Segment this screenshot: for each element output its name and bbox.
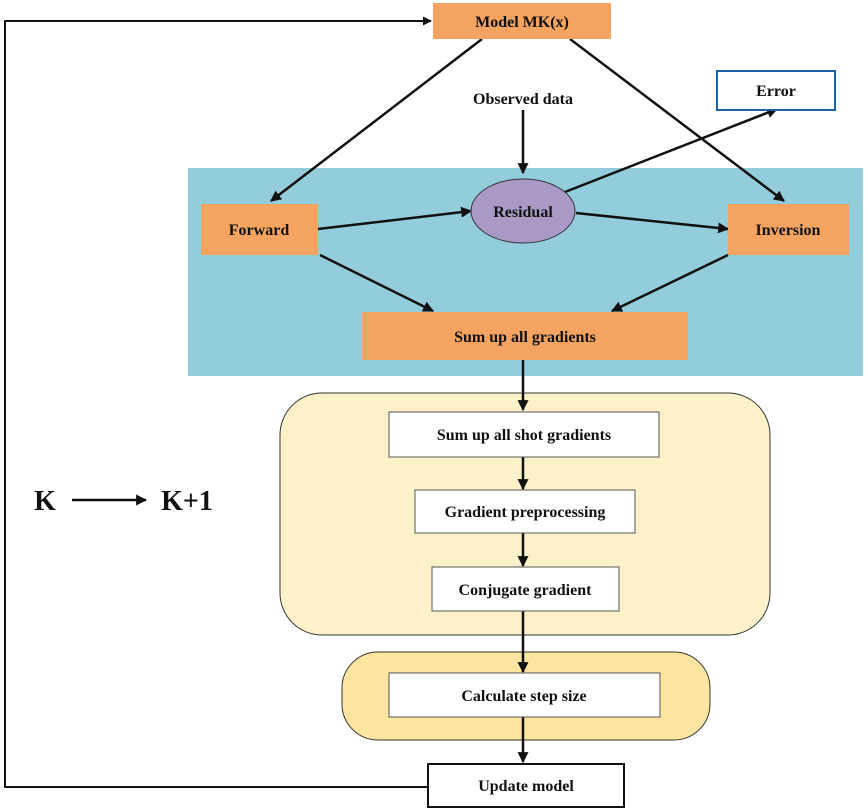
- conjugate-node: [431, 566, 620, 612]
- conjugate-label: Conjugate gradient: [459, 582, 593, 599]
- model-label: Model MK(x): [475, 14, 569, 31]
- arrow-residual-to-inversion: [575, 211, 730, 234]
- preprocess-node: [414, 489, 636, 534]
- shot-gradients-label: Sum up all shot gradients: [437, 427, 611, 444]
- forward-label: Forward: [229, 222, 290, 239]
- model-node: [433, 3, 611, 39]
- inversion-node: [728, 204, 849, 255]
- arrow-residual-to-error: [564, 107, 779, 194]
- shot-gradients-node: [388, 411, 660, 458]
- residual-node: [470, 178, 576, 244]
- sum-gradients-label: Sum up all gradients: [454, 329, 596, 346]
- arrow-forward-to-residual: [317, 206, 473, 231]
- preprocess-label: Gradient preprocessing: [445, 504, 606, 521]
- forward-node: [201, 204, 318, 255]
- arrow-model-to-forward: [270, 38, 483, 202]
- error-label: Error: [756, 83, 796, 100]
- update-model-node: [427, 763, 625, 808]
- residual-label: Residual: [493, 204, 553, 221]
- loop-line: [4, 16, 432, 788]
- step-size-label: Calculate step size: [461, 688, 586, 705]
- arrow-model-to-inversion: [569, 38, 785, 202]
- arrow-inversion-to-sum: [611, 253, 729, 313]
- observed-data-label: Observed data: [473, 91, 573, 108]
- update-model-label: Update model: [478, 778, 574, 795]
- error-node: [716, 70, 836, 111]
- iteration-from-label: K: [34, 486, 56, 517]
- iteration-to-label: K+1: [161, 486, 213, 517]
- arrow-forward-to-sum: [319, 253, 434, 313]
- sum-gradients-node: [362, 312, 688, 360]
- inversion-label: Inversion: [756, 222, 821, 239]
- step-size-node: [388, 672, 661, 718]
